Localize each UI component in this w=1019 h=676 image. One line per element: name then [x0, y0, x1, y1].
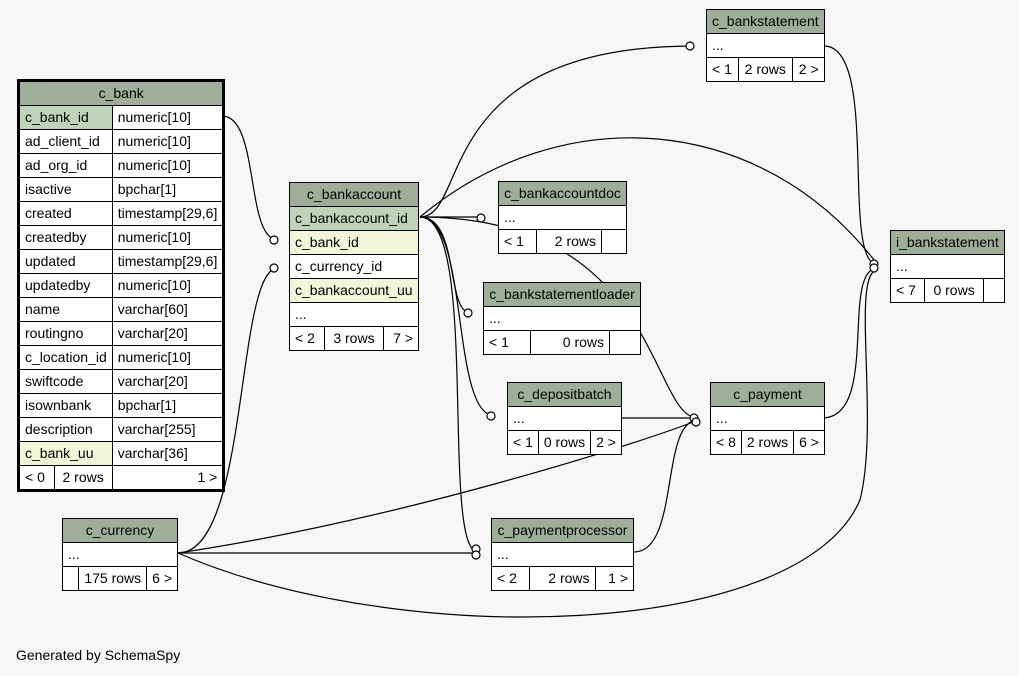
column-name: c_location_id — [18, 345, 113, 370]
column-name: c_bank_uu — [18, 441, 113, 466]
column-name: swiftcode — [18, 369, 113, 394]
table-title[interactable]: c_bankstatementloader — [483, 282, 641, 307]
column-name: updatedby — [18, 273, 113, 298]
parents-count: < 7 — [889, 278, 926, 303]
column-type: timestamp[29,6] — [111, 201, 225, 226]
column-type: varchar[20] — [111, 321, 225, 346]
table-c-bankaccount[interactable]: c_bankaccount c_bankaccount_id c_bank_id… — [289, 182, 419, 351]
row-count: 0 rows — [529, 330, 611, 355]
children-count: 2 > — [791, 57, 825, 82]
row-count: 2 rows — [737, 57, 793, 82]
table-title[interactable]: c_depositbatch — [507, 382, 622, 407]
row-count: 175 rows — [78, 566, 148, 591]
children-count — [601, 229, 627, 254]
parents-count: < 1 — [497, 229, 538, 254]
column-name: isactive — [18, 177, 113, 202]
column-type: varchar[36] — [111, 441, 225, 466]
column-type: numeric[10] — [111, 345, 225, 370]
column-name: routingno — [18, 321, 113, 346]
column-type: numeric[10] — [111, 273, 225, 298]
column-type: numeric[10] — [111, 225, 225, 250]
column-type: bpchar[1] — [111, 177, 225, 202]
row-count: 2 rows — [536, 229, 602, 254]
children-count: 7 > — [383, 326, 419, 351]
column-type: numeric[10] — [111, 129, 225, 154]
column-name: ad_client_id — [18, 129, 113, 154]
table-title[interactable]: c_bank — [17, 80, 225, 106]
column-ellipsis: ... — [507, 406, 622, 431]
column-ellipsis: ... — [710, 406, 825, 431]
table-title[interactable]: c_bankaccount — [289, 182, 419, 207]
column-type: varchar[20] — [111, 369, 225, 394]
row-count: 2 rows — [53, 465, 113, 491]
column-name: created — [18, 201, 113, 226]
parents-count: < 1 — [507, 430, 539, 455]
column-name: description — [18, 417, 113, 442]
column-ellipsis: ... — [491, 542, 634, 567]
row-count: 2 rows — [740, 430, 795, 455]
table-title[interactable]: c_bankaccountdoc — [498, 181, 627, 206]
row-count: 3 rows — [323, 326, 385, 351]
column-name: createdby — [18, 225, 113, 250]
table-title[interactable]: c_currency — [62, 518, 178, 543]
children-count: 6 > — [146, 566, 178, 591]
row-count: 0 rows — [537, 430, 592, 455]
column-name: isownbank — [18, 393, 113, 418]
parents-count: < 2 — [289, 326, 325, 351]
children-count: 6 > — [793, 430, 825, 455]
table-title[interactable]: c_payment — [710, 382, 825, 407]
column-name: c_bank_id — [289, 230, 419, 255]
column-ellipsis: ... — [706, 33, 825, 58]
column-type: timestamp[29,6] — [111, 249, 225, 274]
table-title[interactable]: c_bankstatement — [706, 9, 825, 34]
column-name: c_bank_id — [18, 105, 113, 130]
parents-count: < 0 — [18, 465, 55, 491]
column-type: numeric[10] — [111, 105, 225, 130]
children-count — [609, 330, 641, 355]
children-count: 2 > — [590, 430, 622, 455]
column-ellipsis: ... — [890, 254, 1005, 279]
parents-count: < 2 — [490, 566, 531, 591]
column-type: varchar[255] — [111, 417, 225, 442]
column-type: numeric[10] — [111, 153, 225, 178]
parents-count: < 1 — [706, 57, 739, 82]
column-name: updated — [18, 249, 113, 274]
column-ellipsis: ... — [62, 542, 178, 567]
parents-count: < 1 — [483, 330, 531, 355]
table-title[interactable]: c_paymentprocessor — [491, 518, 634, 543]
parents-count: < 8 — [710, 430, 742, 455]
row-count: 2 rows — [529, 566, 596, 591]
column-ellipsis: ... — [498, 205, 627, 230]
children-count: 1 > — [594, 566, 635, 591]
column-type: varchar[60] — [111, 297, 225, 322]
children-count: 1 > — [111, 465, 225, 491]
column-name: ad_org_id — [18, 153, 113, 178]
column-name: c_bankaccount_id — [289, 206, 419, 231]
column-name: name — [18, 297, 113, 322]
column-name: c_currency_id — [289, 254, 419, 279]
row-count: 0 rows — [924, 278, 984, 303]
table-title[interactable]: i_bankstatement — [890, 230, 1005, 255]
column-name: c_bankaccount_uu — [289, 278, 419, 303]
parents-count — [61, 566, 80, 591]
generated-by-text: Generated by SchemaSpy — [16, 647, 181, 663]
column-ellipsis: ... — [289, 302, 419, 327]
children-count — [982, 278, 1005, 303]
column-ellipsis: ... — [483, 306, 641, 331]
column-type: bpchar[1] — [111, 393, 225, 418]
